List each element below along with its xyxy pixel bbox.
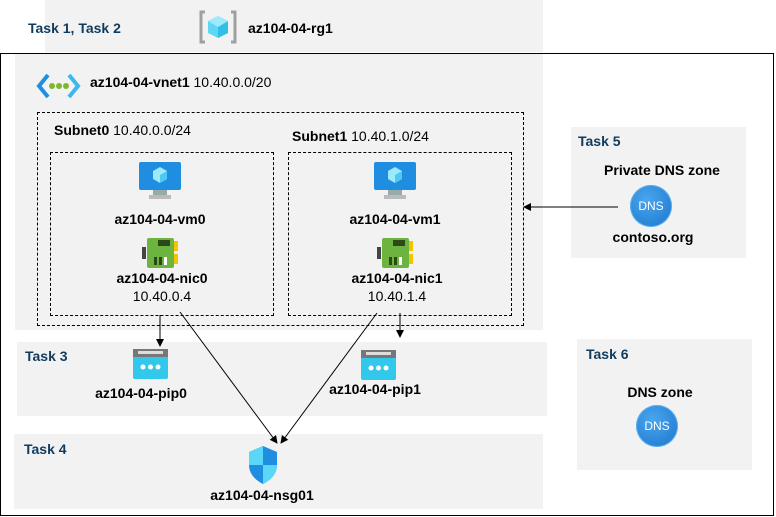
nic0-icon (142, 238, 178, 268)
task-label-5: Task 5 (578, 133, 621, 149)
pip1-icon (361, 350, 396, 380)
dns-zone-title: DNS zone (627, 384, 693, 400)
pip0-icon (133, 349, 168, 379)
subnet1-label: Subnet1 10.40.1.0/24 (292, 128, 429, 144)
nic1-ip: 10.40.1.4 (367, 288, 427, 304)
nic0-to-nsg-arrow (179, 311, 278, 444)
vm1-icon (374, 162, 416, 199)
subnet0-boundary (50, 152, 274, 316)
vnet-label: az104-04-vnet1 10.40.0.0/20 (90, 74, 271, 90)
resource-group-name: az104-04-rg1 (248, 20, 333, 36)
dns-zone-icon-text: DNS (644, 419, 670, 433)
rg-panel (45, 0, 543, 52)
vnet-cidr: 10.40.0.0/20 (193, 74, 272, 90)
subnet1-name: Subnet1 (292, 128, 348, 144)
task-label-6: Task 6 (586, 346, 629, 362)
dns-zone-icon: DNS (636, 405, 678, 447)
nsg-name: az104-04-nsg01 (210, 487, 314, 503)
pip0-name: az104-04-pip0 (95, 385, 187, 401)
task-label-1-2: Task 1, Task 2 (28, 20, 121, 36)
private-dns-icon-text: DNS (638, 199, 664, 213)
vnet-panel (15, 54, 543, 330)
task-label-3: Task 3 (25, 348, 68, 364)
vnet-icon (36, 73, 81, 99)
resource-group-icon (199, 10, 237, 44)
subnet0-cidr: 10.40.0.0/24 (113, 122, 191, 138)
vnet-name: az104-04-vnet1 (90, 74, 190, 90)
nic0-ip: 10.40.0.4 (132, 288, 192, 304)
task6-panel (577, 339, 752, 470)
task4-panel (14, 434, 543, 509)
subnet0-name: Subnet0 (54, 122, 110, 138)
nic1-icon (377, 238, 413, 268)
vm0-icon (139, 162, 181, 199)
private-dns-icon: DNS (630, 185, 672, 227)
vm1-name: az104-04-vm1 (349, 211, 441, 227)
vm0-name: az104-04-vm0 (114, 211, 206, 227)
nic1-name: az104-04-nic1 (351, 270, 443, 286)
nsg-shield-icon (249, 446, 277, 484)
outer-border (0, 53, 774, 516)
private-dns-title: Private DNS zone (604, 162, 720, 178)
task-label-4: Task 4 (24, 441, 67, 457)
nic1-to-nsg-arrow (280, 312, 378, 444)
private-dns-zone-name: contoso.org (612, 229, 694, 245)
nic0-name: az104-04-nic0 (116, 270, 208, 286)
subnet1-cidr: 10.40.1.0/24 (351, 128, 429, 144)
task3-panel (17, 342, 547, 416)
vnet-boundary (37, 112, 524, 326)
pip1-name: az104-04-pip1 (329, 381, 421, 397)
subnet0-label: Subnet0 10.40.0.0/24 (54, 122, 191, 138)
